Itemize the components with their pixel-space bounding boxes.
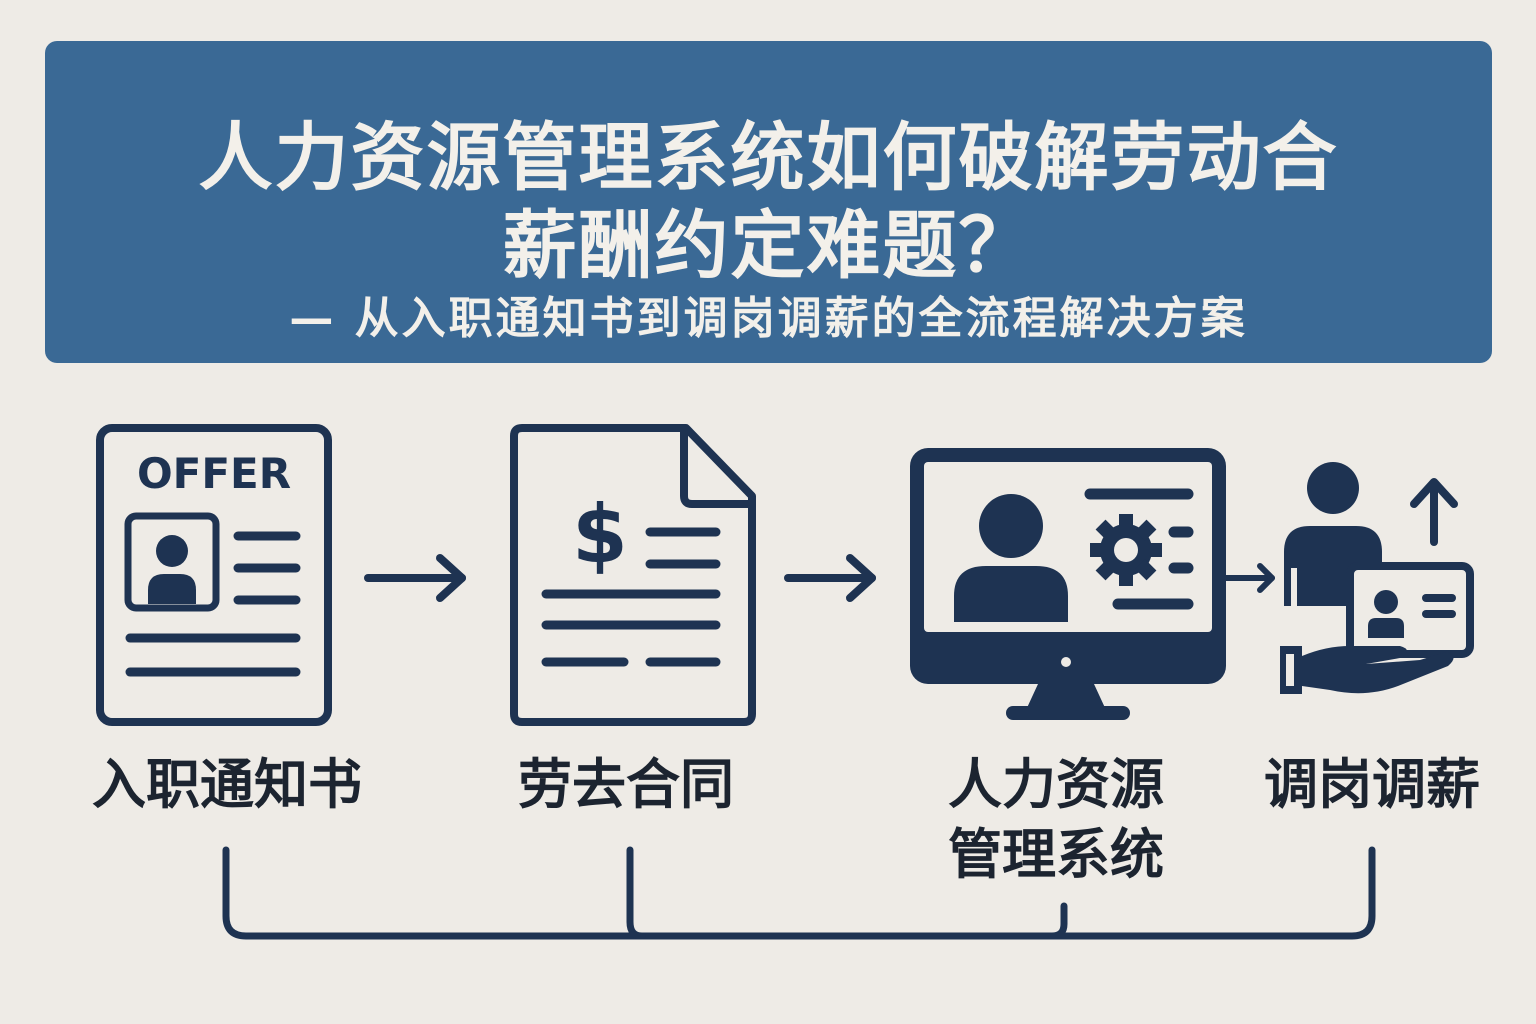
title-banner: 人力资源管理系统如何破解劳动合 薪酬约定难题？ — 从入职通知书到调岗调薪的全流… [45,41,1492,363]
arrow-right-icon [1224,560,1278,596]
page-title-line1: 人力资源管理系统如何破解劳动合 [198,115,1339,201]
arrow-right-icon [362,552,472,604]
dollar-sign: $ [572,488,628,581]
page-title-line2: 薪酬约定难题？ [502,203,1035,289]
step-label-hr-system-line1: 人力资源 [948,753,1164,816]
bracket-connector [218,842,1378,946]
step-label-transfer-salary: 调岗调薪 [1264,753,1480,816]
arrow-right-icon [782,552,882,604]
step-label-offer-letter: 入职通知书 [92,753,362,816]
hr-system-monitor-icon [906,444,1226,722]
salary-contract-icon: $ [508,424,758,726]
step-label-labor-contract: 劳去合同 [518,753,734,816]
page-subtitle: — 从入职通知书到调岗调薪的全流程解决方案 [289,293,1248,344]
step-label-hr-system-line2: 管理系统 [948,823,1164,886]
offer-text: OFFER [137,449,291,498]
promotion-transfer-icon [1270,460,1480,700]
offer-letter-icon: OFFER [96,424,332,726]
